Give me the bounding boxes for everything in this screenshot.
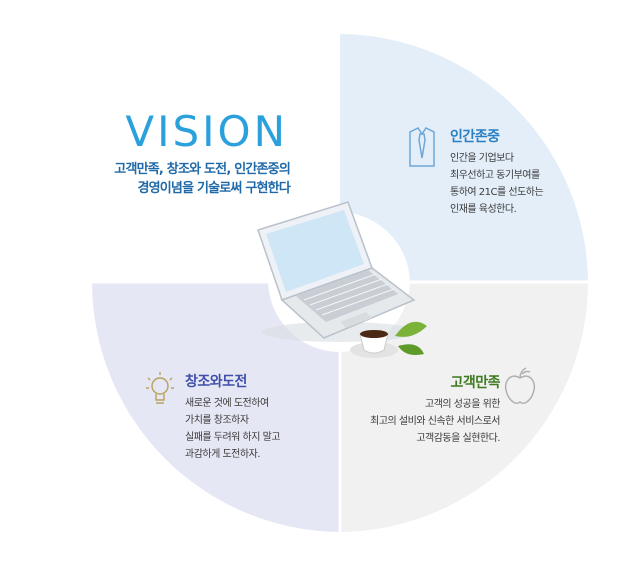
value-human-line: 통하여 21C를 선도하는 xyxy=(450,187,544,198)
light-bulb-icon xyxy=(146,372,174,404)
value-human: 인간존중 인간을 기업보다 최우선하고 동기부여를 통하여 21C를 선도하는 … xyxy=(450,128,580,218)
value-challenge-line: 과감하게 도전하자. xyxy=(185,449,260,460)
quadrant-customer xyxy=(340,282,588,532)
value-challenge-line: 가치를 창조하자 xyxy=(185,415,249,426)
vision-title: VISION xyxy=(125,107,288,156)
value-customer-body: 고객의 성공을 위한 최고의 설비와 신속한 서비스로서 고객감동을 실현한다. xyxy=(330,396,500,447)
value-challenge-line: 실패를 두려워 하지 말고 xyxy=(185,432,281,443)
quadrant-challenge xyxy=(92,282,340,532)
value-challenge-body: 새로운 것에 도전하여 가치를 창조하자 실패를 두려워 하지 말고 과감하게 … xyxy=(185,395,325,463)
quadrant-human xyxy=(340,34,588,282)
value-human-title: 인간존중 xyxy=(450,129,500,145)
value-customer-line: 고객의 성공을 위한 xyxy=(425,399,500,410)
value-challenge-line: 새로운 것에 도전하여 xyxy=(185,398,269,409)
coffee-cup-icon xyxy=(350,321,427,358)
vision-subtitle-line1: 고객만족, 창조와 도전, 인간존중의 xyxy=(114,162,291,177)
value-challenge: 창조와도전 새로운 것에 도전하여 가치를 창조하자 실패를 두려워 하지 말고… xyxy=(185,373,325,463)
value-human-line: 최우선하고 동기부여를 xyxy=(450,170,540,181)
vision-subtitle-line2: 경영이념을 기술로써 구현한다 xyxy=(137,181,290,196)
apple-icon xyxy=(504,367,536,404)
value-customer-title: 고객만족 xyxy=(450,375,500,391)
necktie-shirt-icon xyxy=(409,127,435,167)
value-challenge-title: 창조와도전 xyxy=(185,374,247,390)
laptop-illustration xyxy=(257,201,418,342)
value-human-line: 인재를 육성한다. xyxy=(450,204,517,215)
vision-subtitle: 고객만족, 창조와 도전, 인간존중의 경영이념을 기술로써 구현한다 xyxy=(40,160,291,198)
value-customer: 고객만족 고객의 성공을 위한 최고의 설비와 신속한 서비스로서 고객감동을 … xyxy=(330,374,500,447)
value-customer-line: 고객감동을 실현한다. xyxy=(416,433,500,444)
value-human-line: 인간을 기업보다 xyxy=(450,153,514,164)
value-customer-line: 최고의 설비와 신속한 서비스로서 xyxy=(370,416,500,427)
value-human-body: 인간을 기업보다 최우선하고 동기부여를 통하여 21C를 선도하는 인재를 육… xyxy=(450,150,580,218)
